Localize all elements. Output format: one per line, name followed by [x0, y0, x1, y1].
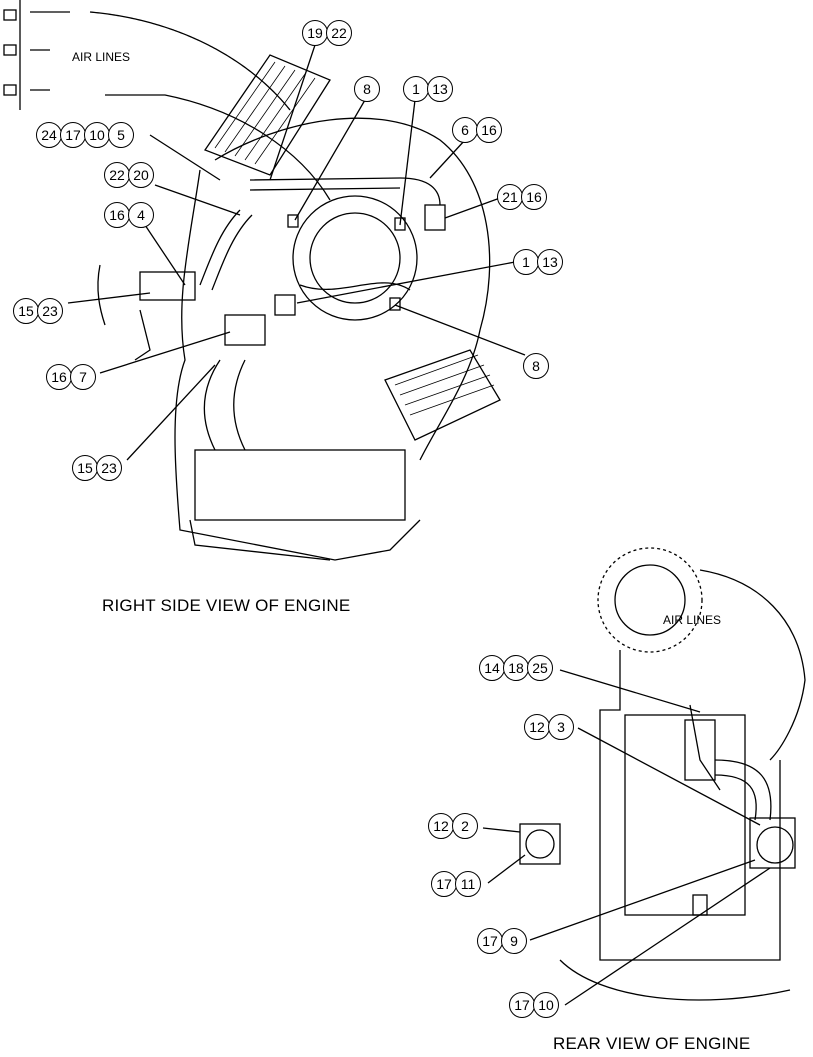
callout-number: 9 — [501, 928, 527, 954]
callout-number: 16 — [521, 184, 547, 210]
callout-number: 1 — [403, 76, 429, 102]
callout: 24 17 10 5 — [36, 122, 134, 148]
callout-number: 13 — [427, 76, 453, 102]
callout-number: 22 — [326, 20, 352, 46]
callout: 8 — [523, 353, 549, 379]
callout: 12 2 — [428, 813, 478, 839]
callout-number: 16 — [104, 202, 130, 228]
callout-number: 19 — [302, 20, 328, 46]
callout: 17 10 — [509, 992, 559, 1018]
callout: 17 11 — [431, 871, 481, 897]
callout-number: 18 — [503, 655, 529, 681]
callout-number: 6 — [452, 117, 478, 143]
callout-number: 25 — [527, 655, 553, 681]
callout-number: 17 — [431, 871, 457, 897]
callout: 17 9 — [477, 928, 527, 954]
callout-number: 15 — [72, 455, 98, 481]
callout: 21 16 — [497, 184, 547, 210]
callout-number: 8 — [523, 353, 549, 379]
callout: 12 3 — [524, 714, 574, 740]
callout-number: 4 — [128, 202, 154, 228]
callout-number: 23 — [96, 455, 122, 481]
callout-number: 14 — [479, 655, 505, 681]
callout-number: 7 — [70, 364, 96, 390]
callout: 16 7 — [46, 364, 96, 390]
callout: 1 13 — [513, 249, 563, 275]
callout: 19 22 — [302, 20, 352, 46]
callout-number: 23 — [37, 298, 63, 324]
rear-view-title: REAR VIEW OF ENGINE — [553, 1034, 751, 1053]
callout-number: 20 — [128, 162, 154, 188]
callout: 14 18 25 — [479, 655, 553, 681]
callout: 15 23 — [13, 298, 63, 324]
callout-number: 2 — [452, 813, 478, 839]
callout-number: 3 — [548, 714, 574, 740]
callout: 6 16 — [452, 117, 502, 143]
callout-number: 17 — [509, 992, 535, 1018]
callout-number: 5 — [108, 122, 134, 148]
callout-number: 11 — [455, 871, 481, 897]
callout-number: 12 — [428, 813, 454, 839]
callout-number: 13 — [537, 249, 563, 275]
callout-number: 10 — [84, 122, 110, 148]
callout-number: 10 — [533, 992, 559, 1018]
callout-number: 8 — [354, 76, 380, 102]
callout-number: 15 — [13, 298, 39, 324]
callout: 16 4 — [104, 202, 154, 228]
callout-number: 17 — [477, 928, 503, 954]
air-lines-label-rear: AIR LINES — [663, 613, 722, 627]
callout-number: 1 — [513, 249, 539, 275]
callout-number: 21 — [497, 184, 523, 210]
callout-number: 17 — [60, 122, 86, 148]
callout-number: 16 — [476, 117, 502, 143]
callout: 8 — [354, 76, 380, 102]
air-lines-label-side: AIR LINES — [72, 50, 131, 64]
callout: 22 20 — [104, 162, 154, 188]
callout-number: 12 — [524, 714, 550, 740]
callout: 1 13 — [403, 76, 453, 102]
callout-number: 24 — [36, 122, 62, 148]
callout-number: 22 — [104, 162, 130, 188]
callout-number: 16 — [46, 364, 72, 390]
callout: 15 23 — [72, 455, 122, 481]
side-view-title: RIGHT SIDE VIEW OF ENGINE — [102, 596, 351, 615]
